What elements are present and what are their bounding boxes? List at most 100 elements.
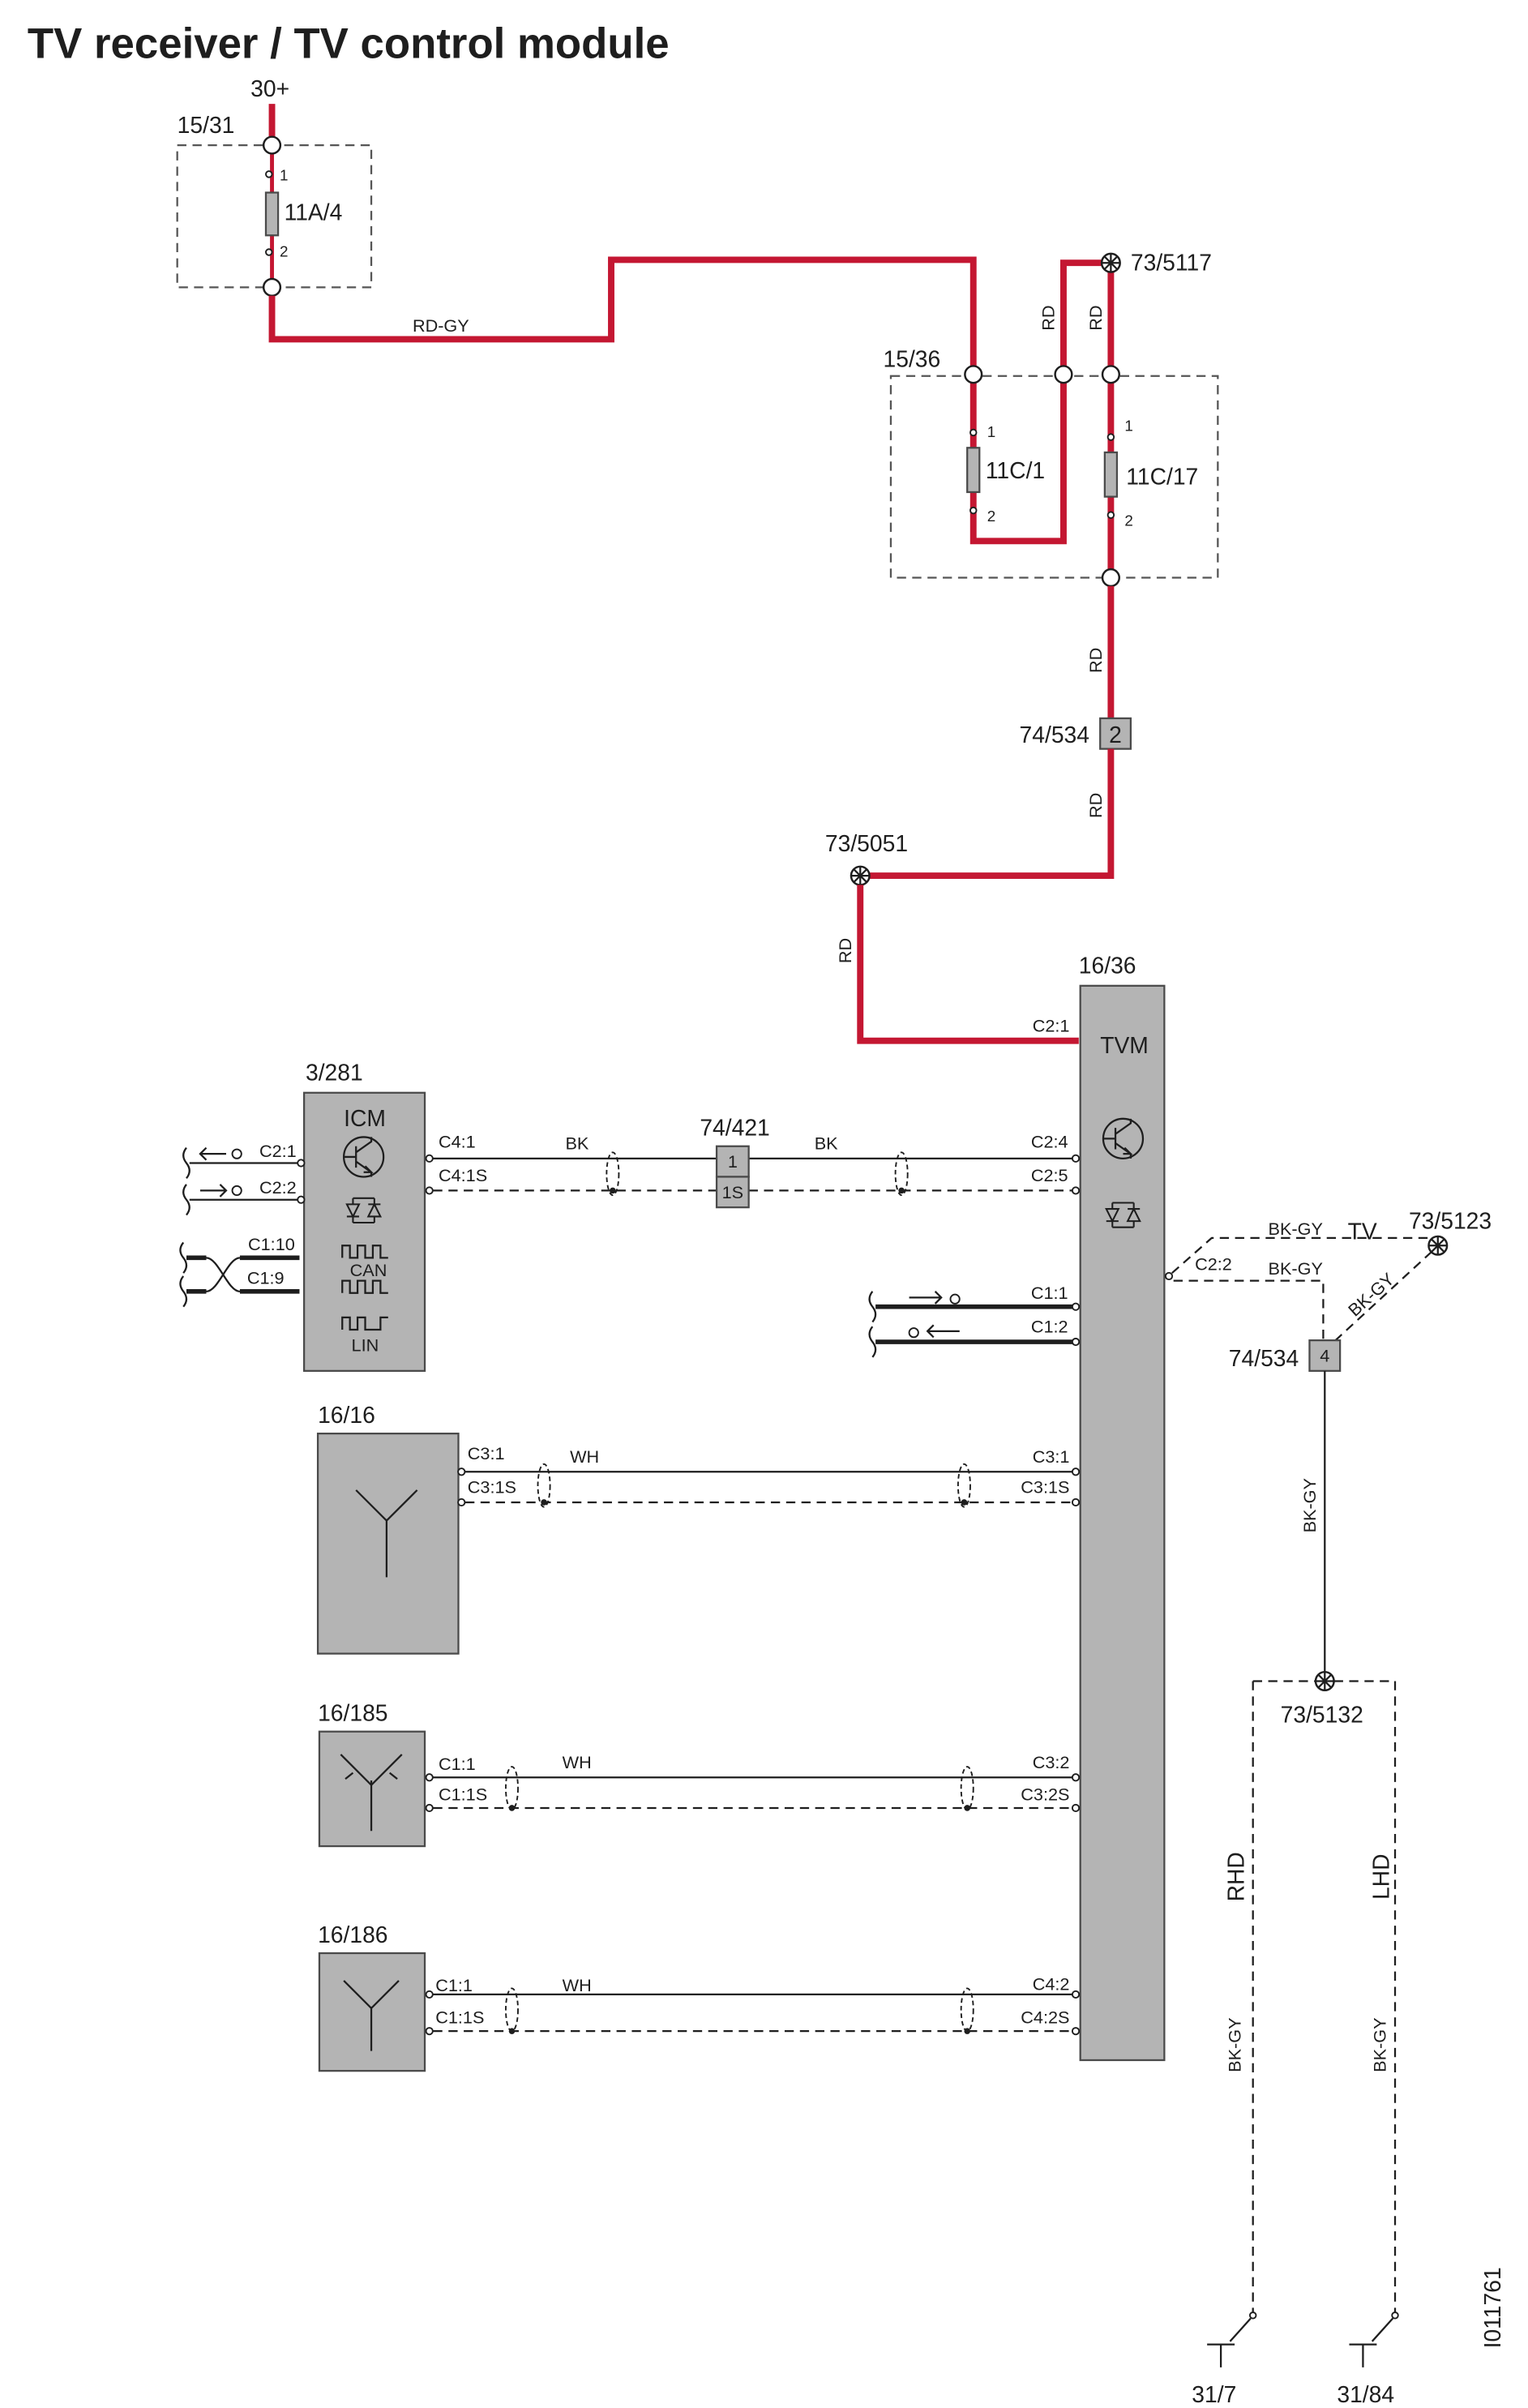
supply-label: 30+ <box>250 75 289 101</box>
antenna-16-186-pin <box>425 1990 434 1999</box>
antenna-16-185-label: 16/185 <box>318 1700 387 1726</box>
wire-rd-to-splice-5117 <box>1059 259 1102 366</box>
wire-break-icon <box>182 1184 190 1216</box>
icm-left-connections: C2:1 C2:2 C1:10 C1:9 <box>179 1141 306 1308</box>
connector-74-534-supply <box>1099 717 1132 750</box>
icm-pin-c1-9-label: C1:9 <box>247 1267 285 1288</box>
shield-icon <box>957 1463 971 1508</box>
wire-rd-label-d: RD <box>1085 793 1106 818</box>
antenna-16-186-label: 16/186 <box>318 1922 387 1947</box>
fuse-11c-1 <box>966 447 981 494</box>
wire-bk-gy-label-tv: BK-GY <box>1269 1219 1323 1239</box>
fuse-11c-1-pin-1-label: 1 <box>987 423 995 440</box>
shield-ground-dot <box>541 1499 547 1506</box>
shield-ground-dot <box>964 2028 970 2034</box>
splice-73-5051 <box>850 865 871 886</box>
fuse-11c-17-pin-1-label: 1 <box>1124 418 1132 435</box>
connector-74-421-pin-1 <box>715 1145 750 1178</box>
tvm-pin-c2-4 <box>1071 1154 1081 1163</box>
icm-transistor-icon <box>342 1136 385 1178</box>
wire-bk-gy-label-b: BK-GY <box>1344 1269 1398 1321</box>
tvm-pin-c2-2 <box>1164 1271 1174 1281</box>
icm-c2-2-signal-terminal <box>231 1185 242 1197</box>
connector-74-534-supply-label: 74/534 <box>1020 722 1089 748</box>
fuse-box-15-36-terminal-b <box>1054 365 1073 384</box>
tvm-pin-c3-2s-label: C3:2S <box>1021 1785 1069 1805</box>
tvm-c1-connections: C1:1 C1:2 <box>868 1283 1081 1358</box>
antenna-16-185: 16/185 C1:1 C1:1S WH C3:2 C3:2S <box>318 1700 1081 1848</box>
shield-ground-dot <box>508 2028 516 2034</box>
antenna-16-16-body <box>316 1432 460 1655</box>
icm-diode-pair-icon <box>345 1197 383 1224</box>
fuse-11c-1-label: 11C/1 <box>986 457 1045 483</box>
icm-c2-1-signal-terminal <box>231 1148 242 1159</box>
fuse-11c-17-pin-2 <box>1106 511 1115 519</box>
icm-pin-c2-2 <box>297 1195 306 1204</box>
tvm-pin-c2-2-label: C2:2 <box>1195 1253 1232 1274</box>
tvm-pin-c2-4-label: C2:4 <box>1031 1132 1068 1152</box>
tvm-pin-c4-2-label: C4:2 <box>1033 1973 1070 1994</box>
fuse-box-15-31-group: 30+ 15/31 1 2 11A/4 <box>176 75 373 297</box>
arrow-right-icon <box>199 1184 228 1198</box>
wire-bk-gy-diagonal <box>1334 1250 1433 1341</box>
fuse-11c-17-pin-2-label: 2 <box>1124 512 1132 529</box>
fuse-11c-1-pin-2 <box>969 506 978 515</box>
ground-point-31-84-icon <box>1349 2312 1399 2367</box>
shield-icon <box>504 1766 519 1810</box>
icm-pin-c4-1-label: C4:1 <box>439 1132 476 1152</box>
tvm-pin-c4-2s-label: C4:2S <box>1021 2007 1069 2028</box>
antenna-16-16-pin-shield-label: C3:1S <box>468 1477 516 1498</box>
antenna-16-16: 16/16 C3:1 C3:1S WH C3:1 C3:1S <box>316 1402 1081 1655</box>
connector-74-421-pin-1-label: 1 <box>728 1151 738 1172</box>
tvm-pin-c3-2 <box>1071 1773 1081 1782</box>
fuse-11c-17 <box>1103 451 1119 498</box>
tvm-module: 16/36 TVM C2:1 <box>1033 953 1166 2062</box>
fuse-box-15-31-label: 15/31 <box>178 112 235 138</box>
transistor-icon <box>1102 1117 1145 1159</box>
icm-pin-c4-1s-label: C4:1S <box>439 1165 487 1185</box>
connector-74-534-supply-pin: 2 <box>1109 722 1122 748</box>
fuse-box-15-36-label: 15/36 <box>884 345 941 371</box>
wire-break-icon <box>868 1291 877 1323</box>
ground-point-31-7-icon <box>1207 2312 1257 2367</box>
shield-icon <box>537 1463 551 1508</box>
fuse-11a-4-label: 11A/4 <box>285 199 343 225</box>
can-waveform-icon <box>341 1245 388 1259</box>
diode-pair-icon <box>1105 1202 1141 1228</box>
shield-ground-dot <box>964 1805 970 1811</box>
fuse-box-15-36-group: 15/36 1 2 11C/1 RD RD 1 2 11C/17 <box>884 259 1219 588</box>
shield-icon <box>960 1766 974 1810</box>
antenna-icon <box>355 1489 418 1578</box>
fuse-11c-1-pin-1 <box>969 428 978 437</box>
variant-rhd-label: RHD <box>1222 1852 1248 1901</box>
ground-31-84-label: 31/84 <box>1337 2381 1394 2407</box>
tvm-c1-2-signal-terminal <box>908 1327 919 1339</box>
tvm-c1-1-signal-terminal <box>949 1293 961 1305</box>
icm-pin-c2-1 <box>297 1159 306 1168</box>
wire-wh-label: WH <box>563 1752 592 1772</box>
lin-waveform-icon <box>341 1316 388 1331</box>
wire-wh-label: WH <box>570 1446 599 1467</box>
antenna-16-185-pin-shield-label: C1:1S <box>439 1785 487 1805</box>
wire-bk-gy-label-c: BK-GY <box>1299 1478 1320 1532</box>
icm-module: 3/281 ICM CAN LIN <box>302 1060 426 1372</box>
connector-74-421-label: 74/421 <box>700 1115 769 1141</box>
fuse-box-15-36 <box>889 375 1219 579</box>
wire-bk-label-b: BK <box>815 1133 838 1154</box>
fuse-11c-17-pin-1 <box>1106 433 1115 441</box>
wire-rd-gy-label: RD-GY <box>413 315 469 336</box>
tvm-pin-c3-1 <box>1071 1468 1081 1476</box>
ground-31-7-label: 31/7 <box>1192 2381 1236 2407</box>
wire-break-icon <box>179 1241 188 1274</box>
icm-to-tvm-wiring: C4:1 C4:1S BK BK 1 1S 74/421 C2:4 C2:5 <box>425 1115 1081 1209</box>
antenna-16-186-pin-shield-label: C1:1S <box>435 2007 484 2028</box>
antenna-16-16-pin-label: C3:1 <box>468 1443 505 1463</box>
fuse-11a-4-pin-1 <box>265 170 273 178</box>
drawing-number: I011761 <box>1479 2267 1505 2348</box>
tvm-pin-c2-5-label: C2:5 <box>1031 1165 1068 1185</box>
splice-73-5117 <box>1100 252 1121 273</box>
shield-icon <box>894 1151 909 1197</box>
splice-73-5123-label: 73/5123 <box>1409 1208 1492 1234</box>
antenna-16-186-pin-shield <box>425 2027 434 2036</box>
wire-rd-label-e: RD <box>835 938 855 963</box>
